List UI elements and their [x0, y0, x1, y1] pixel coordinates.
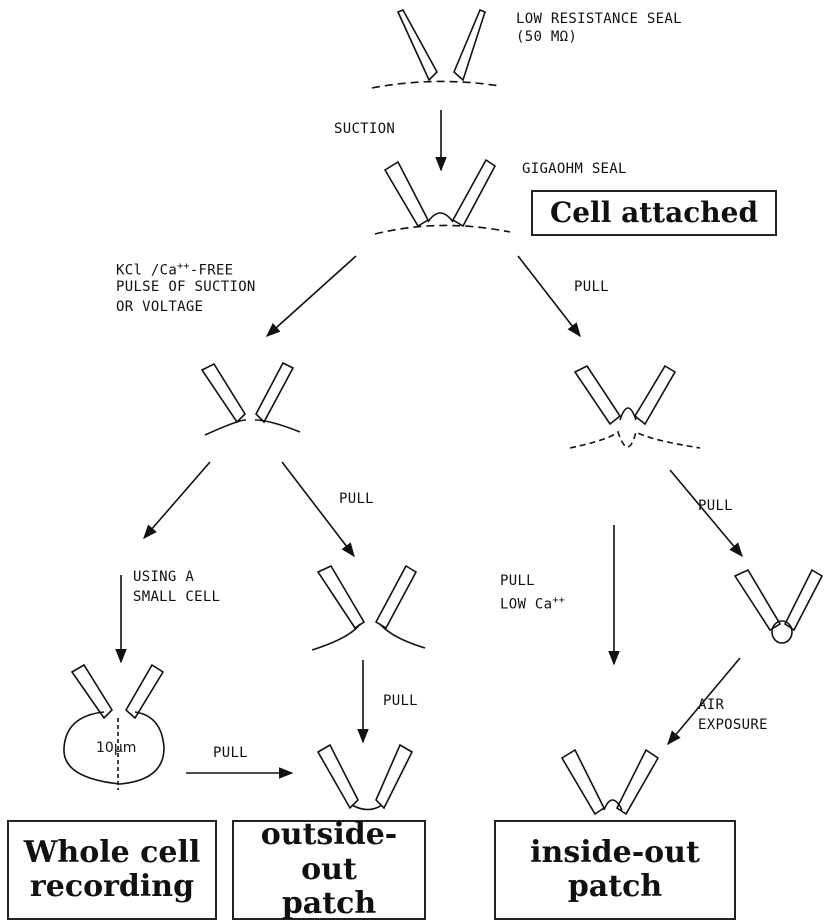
label-pull-top-right: PULL	[574, 279, 609, 295]
label-pull-down: PULL	[383, 693, 418, 709]
pipette-outside-out-intermediate	[311, 564, 426, 651]
pipette-ruptured-patch	[200, 361, 301, 436]
label-pull-outside: PULL	[339, 491, 374, 507]
label-air: AIR	[698, 697, 725, 713]
label-pull-vesicle: PULL	[698, 498, 733, 514]
label-pull-low: PULL	[500, 573, 535, 589]
pipette-low-resistance-seal	[371, 8, 501, 89]
label-cell-size: 10μm	[96, 740, 137, 756]
label-small-cell: SMALL CELL	[133, 589, 221, 605]
arrow-air-exposure	[667, 657, 741, 746]
pipette-whole-cell-small-cell	[63, 663, 165, 790]
label-pull-bottom: PULL	[213, 745, 248, 761]
arrow-gigaohm-to-whole	[265, 255, 357, 337]
label-gigaohm-seal: GIGAOHM SEAL	[522, 161, 627, 177]
arrow-whole-to-small	[143, 461, 211, 540]
pipette-vesicle-right	[733, 568, 824, 644]
arrow-pull-right	[669, 469, 743, 558]
pipette-pulled-vesicle	[569, 364, 701, 449]
box-cell-attached: Cell attached	[531, 190, 777, 236]
label-using-a: USING A	[133, 569, 195, 585]
flow-arrows	[115, 110, 743, 779]
label-low-ca: LOW Ca++	[500, 595, 566, 613]
box-inside-out-patch: inside-out patch	[494, 820, 736, 920]
label-suction: SUCTION	[334, 121, 396, 137]
arrow-gigaohm-to-pull	[517, 255, 581, 338]
label-kcl-free: KCl /Ca++-FREE	[116, 261, 234, 279]
label-pulse-of-suction: PULSE OF SUCTION	[116, 279, 256, 295]
label-low-resistance-value: (50 MΩ)	[516, 29, 578, 45]
label-or-voltage: OR VOLTAGE	[116, 299, 204, 315]
pipette-gigaohm-seal	[374, 158, 511, 235]
label-exposure: EXPOSURE	[698, 717, 768, 733]
label-low-resistance-seal: LOW RESISTANCE SEAL	[516, 11, 682, 27]
pipette-inside-out-patch	[560, 748, 660, 816]
box-outside-out-patch: outside-out patch	[232, 818, 426, 921]
pipette-outside-out-patch	[316, 743, 414, 811]
arrow-whole-to-outside	[281, 461, 355, 558]
box-whole-cell-recording: Whole cell recording	[7, 820, 217, 920]
